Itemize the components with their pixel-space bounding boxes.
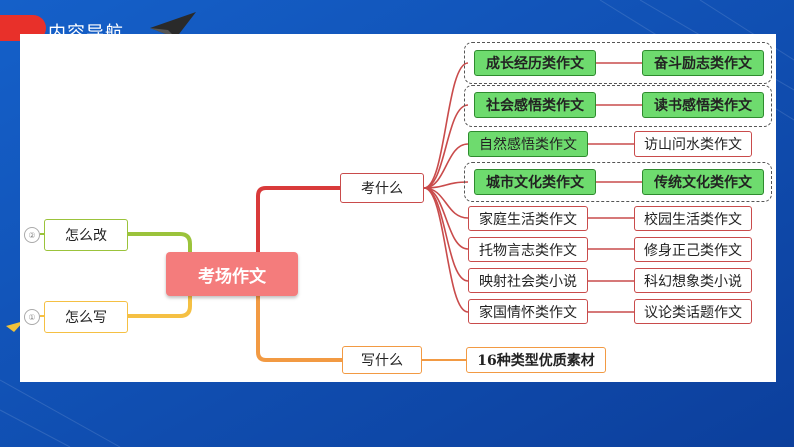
category-group-2 xyxy=(464,85,772,127)
right-branch-what-to-write: 写什么 xyxy=(342,346,422,374)
category-7-right: 科幻想象类小说 xyxy=(634,268,752,293)
category-6-left: 托物言志类作文 xyxy=(468,237,588,262)
category-2-left: 社会感悟类作文 xyxy=(474,92,596,118)
material-node: 16种类型优质素材 xyxy=(466,347,606,373)
center-node: 考场作文 xyxy=(166,252,298,296)
category-3-left: 自然感悟类作文 xyxy=(468,131,588,157)
small-plane-icon xyxy=(6,321,24,332)
category-3-right: 访山问水类作文 xyxy=(634,131,752,157)
category-8-right: 议论类话题作文 xyxy=(634,299,752,324)
category-8-left: 家国情怀类作文 xyxy=(468,299,588,324)
left-branch-1-number: ① xyxy=(24,309,40,325)
category-1-left: 成长经历类作文 xyxy=(474,50,596,76)
category-7-left: 映射社会类小说 xyxy=(468,268,588,293)
category-6-right: 修身正己类作文 xyxy=(634,237,752,262)
left-branch-2-number: ② xyxy=(24,227,40,243)
left-branch-1-label: 怎么写 xyxy=(44,301,128,333)
left-branch-2-label: 怎么改 xyxy=(44,219,128,251)
category-2-right: 读书感悟类作文 xyxy=(642,92,764,118)
category-group-1 xyxy=(464,42,772,84)
category-5-right: 校园生活类作文 xyxy=(634,206,752,231)
category-4-left: 城市文化类作文 xyxy=(474,169,596,195)
category-1-right: 奋斗励志类作文 xyxy=(642,50,764,76)
right-branch-what-to-test: 考什么 xyxy=(340,173,424,203)
category-5-left: 家庭生活类作文 xyxy=(468,206,588,231)
category-group-4 xyxy=(464,162,772,202)
category-4-right: 传统文化类作文 xyxy=(642,169,764,195)
